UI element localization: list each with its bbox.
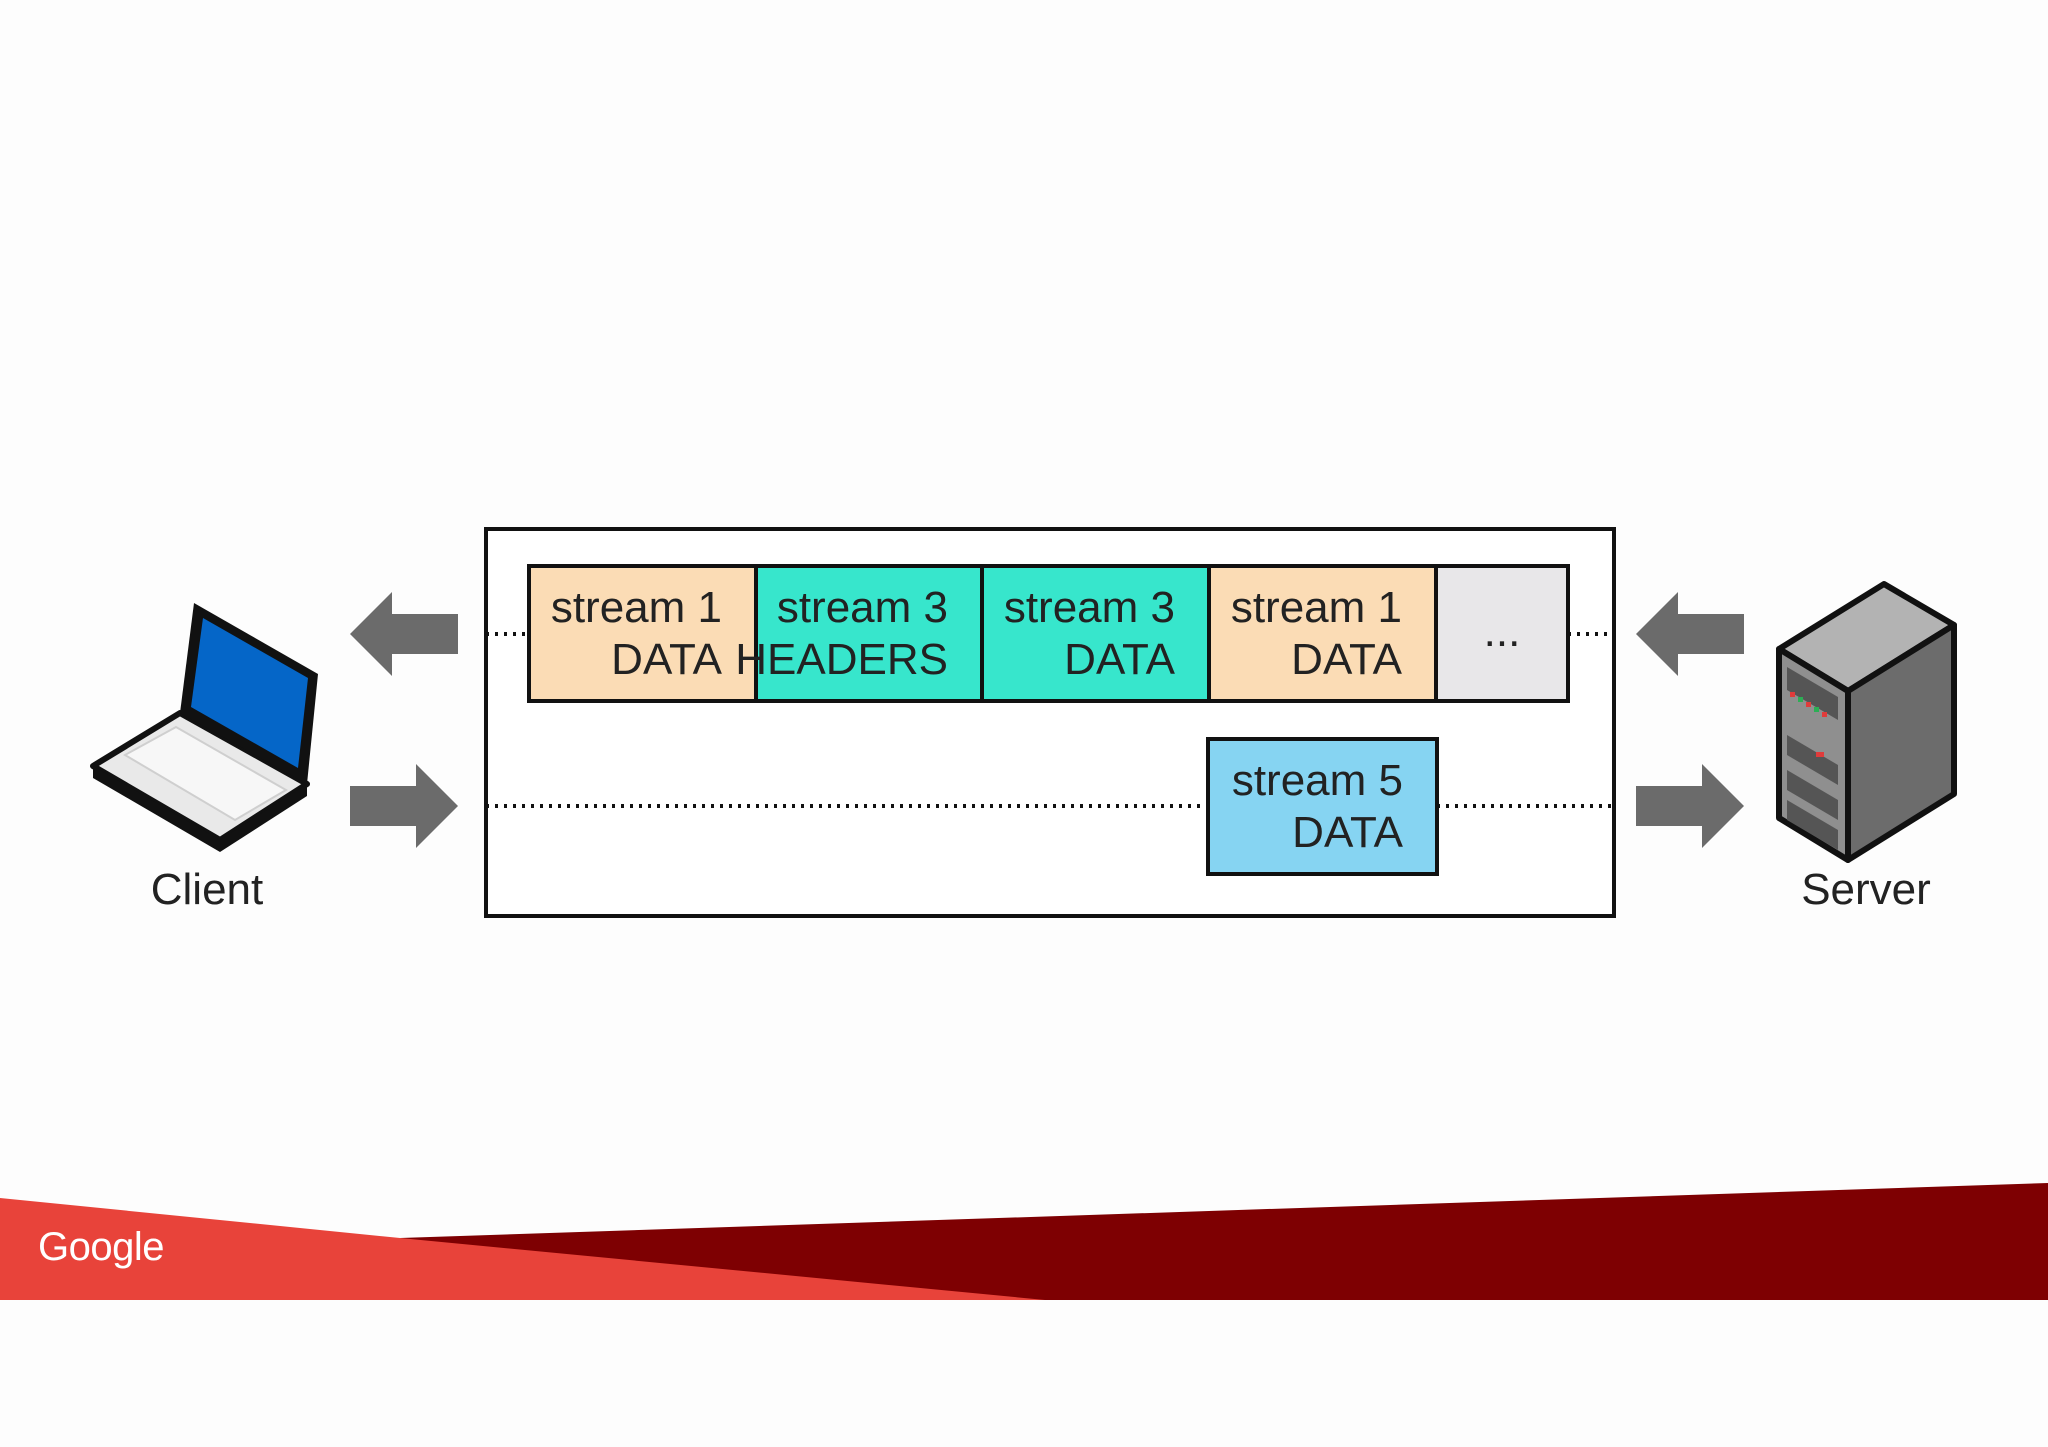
frame-top-4-line1: stream 1	[1231, 583, 1402, 632]
frame-bottom-1-box	[1206, 737, 1439, 876]
arrow-left-icon	[1636, 592, 1744, 676]
frame-top-3-line1: stream 3	[1004, 583, 1175, 632]
laptop-icon	[90, 603, 318, 852]
frame-top-3: stream 3 DATA	[980, 564, 1211, 703]
server-icon	[1776, 581, 1957, 863]
frame-top-1-line1: stream 1	[551, 583, 722, 632]
arrow-right-icon	[1636, 764, 1744, 848]
google-logo: Google	[38, 1225, 164, 1269]
arrow-left-icon	[350, 592, 458, 676]
footer-banner	[0, 1183, 2048, 1300]
frame-bottom-1: stream 5 DATA	[1206, 737, 1439, 876]
frame-top-1-box	[527, 564, 758, 703]
frame-top-2-line2: HEADERS	[735, 635, 948, 684]
frame-top-4: stream 1 DATA	[1207, 564, 1438, 703]
frame-top-5-line1: ...	[1484, 607, 1521, 656]
footer-light-band	[0, 1198, 1045, 1300]
frame-bottom-1-line2: DATA	[1292, 808, 1403, 857]
server-label: Server	[1801, 865, 1931, 914]
frame-top-2-box	[754, 564, 984, 703]
frame-top-3-line2: DATA	[1064, 635, 1175, 684]
frame-top-4-line2: DATA	[1291, 635, 1402, 684]
frame-top-1-line2: DATA	[611, 635, 722, 684]
frame-top-1: stream 1 DATA	[527, 564, 758, 703]
frame-top-2: stream 3 HEADERS	[735, 564, 984, 703]
frame-top-5-box	[1434, 564, 1570, 703]
frame-top-5: ...	[1434, 564, 1570, 703]
frame-bottom-1-line1: stream 5	[1232, 756, 1403, 805]
client-label: Client	[151, 865, 264, 914]
frame-top-2-line1: stream 3	[777, 583, 948, 632]
arrow-right-icon	[350, 764, 458, 848]
